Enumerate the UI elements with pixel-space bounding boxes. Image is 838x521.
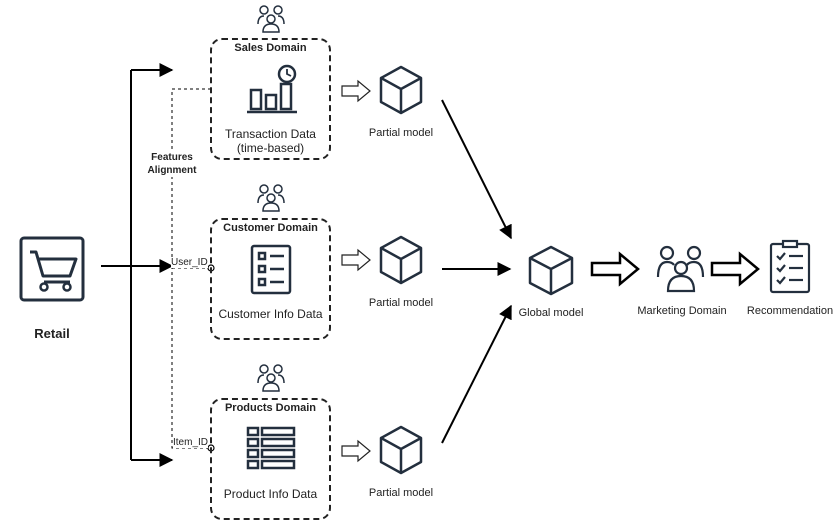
products-domain-box: Products Domain Product Info Data [210,398,331,520]
features-alignment-line1: Features [151,152,193,163]
recommendation-label: Recommendation [746,305,834,317]
partial-model-label: Partial model [368,297,434,309]
customer-domain-box: Customer Domain Customer Info Data [210,218,331,340]
domain-data-line2: (time-based) [236,141,305,155]
distribution-lines [101,63,174,467]
domain-title: Sales Domain [234,42,307,54]
marketing-users-icon [656,245,705,293]
user-id-label: User_ID [171,257,208,268]
retail-label: Retail [34,326,70,341]
output-arrows [590,251,760,287]
bar-chart-clock-icon [247,64,297,114]
sales-domain-box: Sales Domain Transaction Data (time-base… [210,38,331,160]
global-model-label: Global model [518,307,584,319]
domain-data-label: Customer Info Data [218,307,323,321]
domain-title: Products Domain [224,402,317,414]
domain-title: Customer Domain [223,222,318,234]
partial-model-label: Partial model [368,487,434,499]
feature-alignment-lines [171,88,211,449]
partial-model-label: Partial model [368,127,434,139]
features-alignment-line2: Alignment [147,165,197,176]
users-icon [257,5,285,392]
domain-data-line1: Transaction Data [225,127,316,141]
cart-icon [19,236,85,302]
marketing-domain-label: Marketing Domain [637,305,727,317]
checklist-icon [769,239,811,294]
cube-icon [379,65,574,475]
item-id-label: Item_ID [173,437,209,448]
domain-data-label: Transaction Data (time-based) [212,127,329,155]
hollow-arrows [341,79,371,463]
list-icon [250,244,292,295]
features-alignment-label: Features Alignment [139,151,205,177]
domain-data-label: Product Info Data [223,487,318,501]
aggregation-arrows [441,99,512,444]
table-icon [246,426,296,470]
